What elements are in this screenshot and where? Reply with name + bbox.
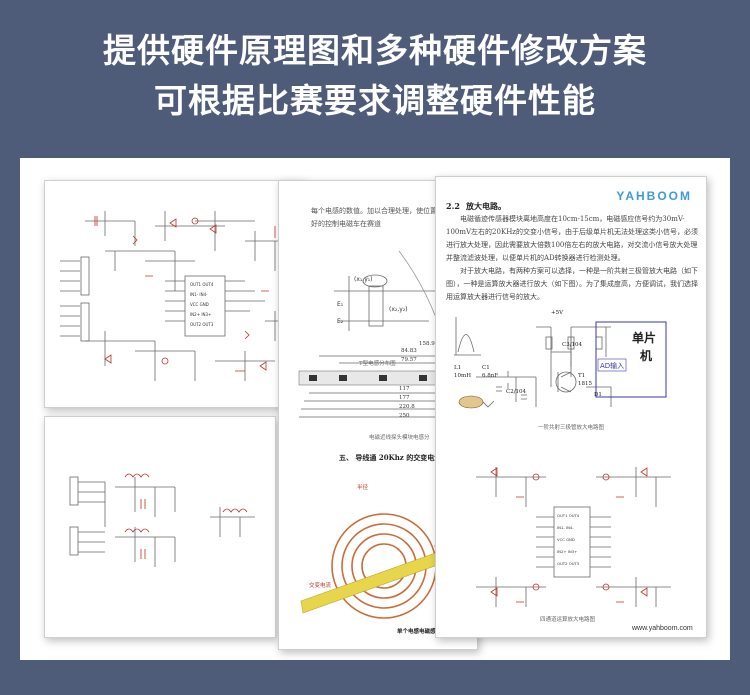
yahboom-logo: YAHBOOM	[616, 189, 692, 203]
amplifier-diagrams: OUT1 OUT4 IN1- IN4- VCC GND IN2+ IN3+ OU…	[454, 317, 671, 607]
vcc-label: +5V	[551, 310, 564, 316]
svg-text:IN1- IN4-: IN1- IN4-	[190, 292, 208, 297]
coil-caption: 单个电感电磁感应	[397, 629, 442, 635]
svg-text:IN1- IN4-: IN1- IN4-	[557, 525, 574, 530]
section-title: 放大电路。	[466, 201, 506, 211]
amplifier-page: YAHBOOM 2.2 放大电路。 电磁循迹传感器模块离地高度在10cm-15c…	[435, 176, 707, 638]
svg-text:OUT1 OUT4: OUT1 OUT4	[557, 513, 580, 518]
section-number: 2.2	[446, 201, 460, 211]
t1-model: 1815	[578, 381, 592, 387]
schematic-diagram-b	[69, 473, 255, 567]
schematic-page-b	[44, 416, 276, 638]
fig2-caption: 四通道运算放大电路图	[540, 617, 596, 623]
svg-text:VCC GND: VCC GND	[557, 537, 575, 542]
svg-text:IN2+ IN3+: IN2+ IN3+	[190, 312, 211, 317]
c1-label: C1	[482, 365, 490, 371]
svg-text:OUT2 OUT3: OUT2 OUT3	[190, 322, 214, 327]
dim-6: 220.8	[399, 404, 415, 410]
svg-text:E₂: E₂	[337, 318, 344, 325]
section-heading-five: 五、 导线通 20Khz 的交变电流的感应强度	[339, 453, 477, 462]
mcu-label-1: 单片	[632, 331, 657, 345]
c2-label: C2/104	[506, 389, 527, 395]
headline-line-2: 可根据比赛要求调整硬件性能	[154, 81, 596, 120]
headline-line-1: 提供硬件原理图和多种硬件修改方案	[103, 31, 647, 70]
paragraph-1: 电磁循迹传感器模块离地高度在10cm-15cm，电磁感应信号约为30mV-100…	[446, 215, 698, 262]
ad-input-label: AD输入	[600, 362, 625, 370]
dim-5: 177	[399, 395, 410, 401]
svg-text:(x₁,y₁): (x₁,y₁)	[354, 276, 373, 283]
paragraph-2: 对于放大电路，有两种方案可以选择，一种是一阶共射三极管放大电路（如下图），一种是…	[446, 267, 698, 301]
probe-caption: 电磁近线探头模块电感分	[369, 435, 430, 441]
svg-text:VCC GND: VCC GND	[190, 302, 209, 307]
fig1-caption: 一阶共射三极管放大电路图	[538, 425, 605, 431]
dim-2: 84.83	[401, 348, 417, 354]
l1-label: L1	[454, 365, 462, 371]
dim-4: 117	[399, 386, 410, 392]
inductor-paragraph: 每个电感的数值。加以合理处理，使位置，能够很好的控制电磁车在赛道	[311, 207, 465, 228]
documents-card: OUT1 OUT4 IN1- IN4- VCC GND IN2+ IN3+ OU…	[20, 158, 730, 660]
radius-label: 半径	[357, 485, 369, 491]
svg-text:OUT2 OUT3: OUT2 OUT3	[557, 561, 580, 566]
current-label: 交变电流	[309, 583, 332, 589]
c1-value: 6.8nF	[482, 373, 499, 379]
dim-7: 250	[399, 413, 410, 419]
d1-label: D1	[594, 392, 602, 398]
svg-text:OUT1 OUT4: OUT1 OUT4	[190, 282, 214, 287]
l1-value: 10mH	[454, 373, 472, 379]
dim-3: 79.57	[401, 357, 417, 363]
t-layout-caption: T型电感分布图	[359, 361, 396, 367]
schematic-page-a: OUT1 OUT4 IN1- IN4- VCC GND IN2+ IN3+ OU…	[44, 180, 304, 408]
svg-text:E₁: E₁	[337, 301, 344, 308]
dim-1: 158.94	[419, 341, 439, 347]
schematic-diagram-a: OUT1 OUT4 IN1- IN4- VCC GND IN2+ IN3+ OU…	[60, 211, 295, 381]
svg-text:(x₂,y₂): (x₂,y₂)	[389, 306, 408, 313]
c3-label: C3/104	[562, 342, 583, 348]
t1-label: T1	[578, 373, 586, 379]
mcu-label-2: 机	[640, 349, 653, 363]
website-url: www.yahboom.com	[632, 625, 693, 632]
svg-text:IN2+ IN3+: IN2+ IN3+	[557, 549, 577, 554]
